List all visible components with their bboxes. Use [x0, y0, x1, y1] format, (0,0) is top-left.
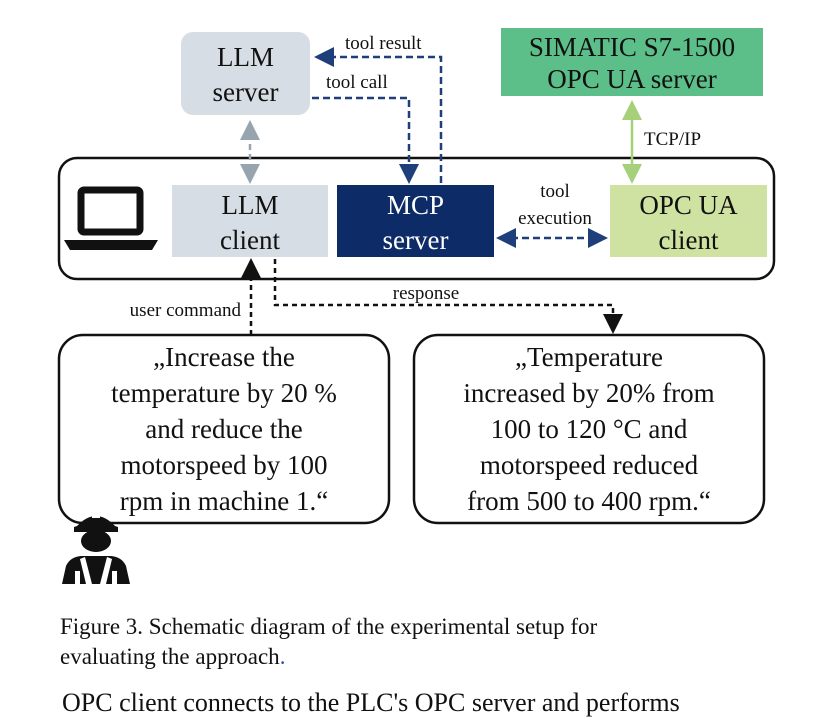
caption-line1: Figure 3. Schematic diagram of the exper…: [60, 614, 598, 639]
llm-server-label-line1: LLM: [217, 42, 274, 72]
user-command-label: user command: [130, 300, 242, 321]
mcp-server-label-line2: server: [383, 225, 449, 255]
simatic-server-node: SIMATIC S7-1500 OPC UA server: [501, 28, 763, 96]
user-command-bubble: „Increase the temperature by 20 % and re…: [57, 333, 391, 525]
mcp-server-label-line1: MCP: [387, 190, 444, 220]
local-system-frame: [57, 156, 776, 281]
tool-execution-label-line1: tool: [540, 181, 570, 202]
response-label: response: [393, 283, 459, 304]
user-bubble-line3: and reduce the: [145, 414, 302, 444]
laptop-icon: [64, 186, 158, 250]
opc-client-label-line2: client: [659, 225, 719, 255]
tool-result-arrow: [314, 47, 443, 183]
llm-client-label-line2: client: [220, 225, 280, 255]
tool-result-label: tool result: [345, 33, 422, 54]
tool-execution-label-line2: execution: [518, 208, 592, 229]
simatic-label-line2: OPC UA server: [547, 64, 717, 94]
result-bubble-line1: „Temperature: [515, 342, 663, 372]
caption-line2-period: .: [279, 644, 286, 669]
llm-server-label-line2: server: [213, 77, 279, 107]
figure-caption: Figure 3. Schematic diagram of the exper…: [60, 612, 760, 672]
result-bubble-line5: from 500 to 400 rpm.“: [467, 486, 711, 516]
llm-client-node: LLM client: [172, 185, 328, 257]
system-diagram: LLM server SIMATIC S7-1500 OPC UA server…: [57, 28, 776, 584]
user-bubble-line4: motorspeed by 100: [121, 450, 328, 480]
opc-client-label-line1: OPC UA: [639, 190, 738, 220]
caption-line2: evaluating the approach: [60, 644, 280, 669]
llm-client-label-line1: LLM: [222, 190, 279, 220]
user-bubble-line5: rpm in machine 1.“: [120, 486, 328, 516]
simatic-label-line1: SIMATIC S7-1500: [529, 32, 735, 62]
tool-call-arrow: [312, 96, 419, 184]
result-bubble-line2: increased by 20% from: [463, 378, 714, 408]
user-bubble-line1: „Increase the: [153, 342, 295, 372]
tool-call-label: tool call: [326, 72, 388, 93]
opc-ua-client-node: OPC UA client: [610, 185, 767, 257]
llm-server-node: LLM server: [181, 32, 310, 115]
body-text-cut-line: OPC client connects to the PLC's OPC ser…: [62, 688, 680, 717]
user-bubble-line2: temperature by 20 %: [111, 378, 337, 408]
response-bubble: „Temperature increased by 20% from 100 t…: [412, 333, 766, 525]
result-bubble-line3: 100 to 120 °C and: [491, 414, 688, 444]
response-arrow: [273, 259, 623, 334]
mcp-server-node: MCP server: [337, 185, 494, 257]
worker-icon: [62, 508, 130, 584]
result-bubble-line4: motorspeed reduced: [480, 450, 699, 480]
tcp-ip-label: TCP/IP: [644, 129, 701, 150]
